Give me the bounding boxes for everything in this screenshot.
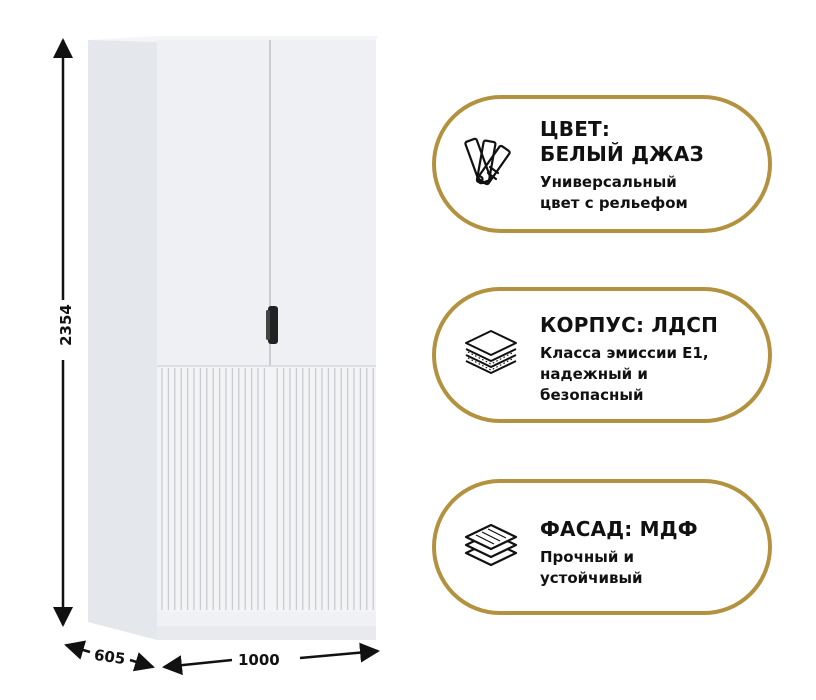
door-handle[interactable]: [268, 306, 278, 344]
width-dimension-arrow-right: [299, 642, 380, 663]
feature-title: ЦВЕТ: БЕЛЫЙ ДЖАЗ: [540, 117, 704, 166]
wardrobe-illustration: [53, 36, 380, 676]
feature-title: КОРПУС: ЛДСП: [540, 313, 719, 337]
depth-dimension-arrow-right: [129, 652, 155, 672]
width-dimension-arrow-left: [162, 655, 233, 676]
feature-description: Универсальный цвет с рельефом: [540, 173, 688, 212]
depth-dimension-arrow-left: [64, 640, 91, 660]
feature-card-body: КОРПУС: ЛДСП Класса эмиссии Е1, надежный…: [432, 287, 772, 423]
feature-description: Прочный и устойчивый: [540, 548, 643, 587]
feature-title: ФАСАД: МДФ: [540, 517, 698, 541]
width-dimension-label: 1000: [238, 651, 280, 669]
feature-card-color: ЦВЕТ: БЕЛЫЙ ДЖАЗ Универсальный цвет с ре…: [432, 95, 772, 233]
feature-description: Класса эмиссии Е1, надежный и безопасный: [540, 344, 709, 404]
cabinet-plinth: [157, 626, 376, 640]
ribbed-facade: [157, 366, 376, 612]
layers-board-icon: [465, 330, 517, 374]
cabinet-side-panel: [88, 40, 157, 640]
stacked-sheets-icon: [464, 523, 518, 567]
height-dimension-label: 2354: [57, 304, 75, 346]
feature-card-facade: ФАСАД: МДФ Прочный и устойчивый: [432, 479, 772, 615]
color-swatch-icon: [464, 137, 511, 186]
